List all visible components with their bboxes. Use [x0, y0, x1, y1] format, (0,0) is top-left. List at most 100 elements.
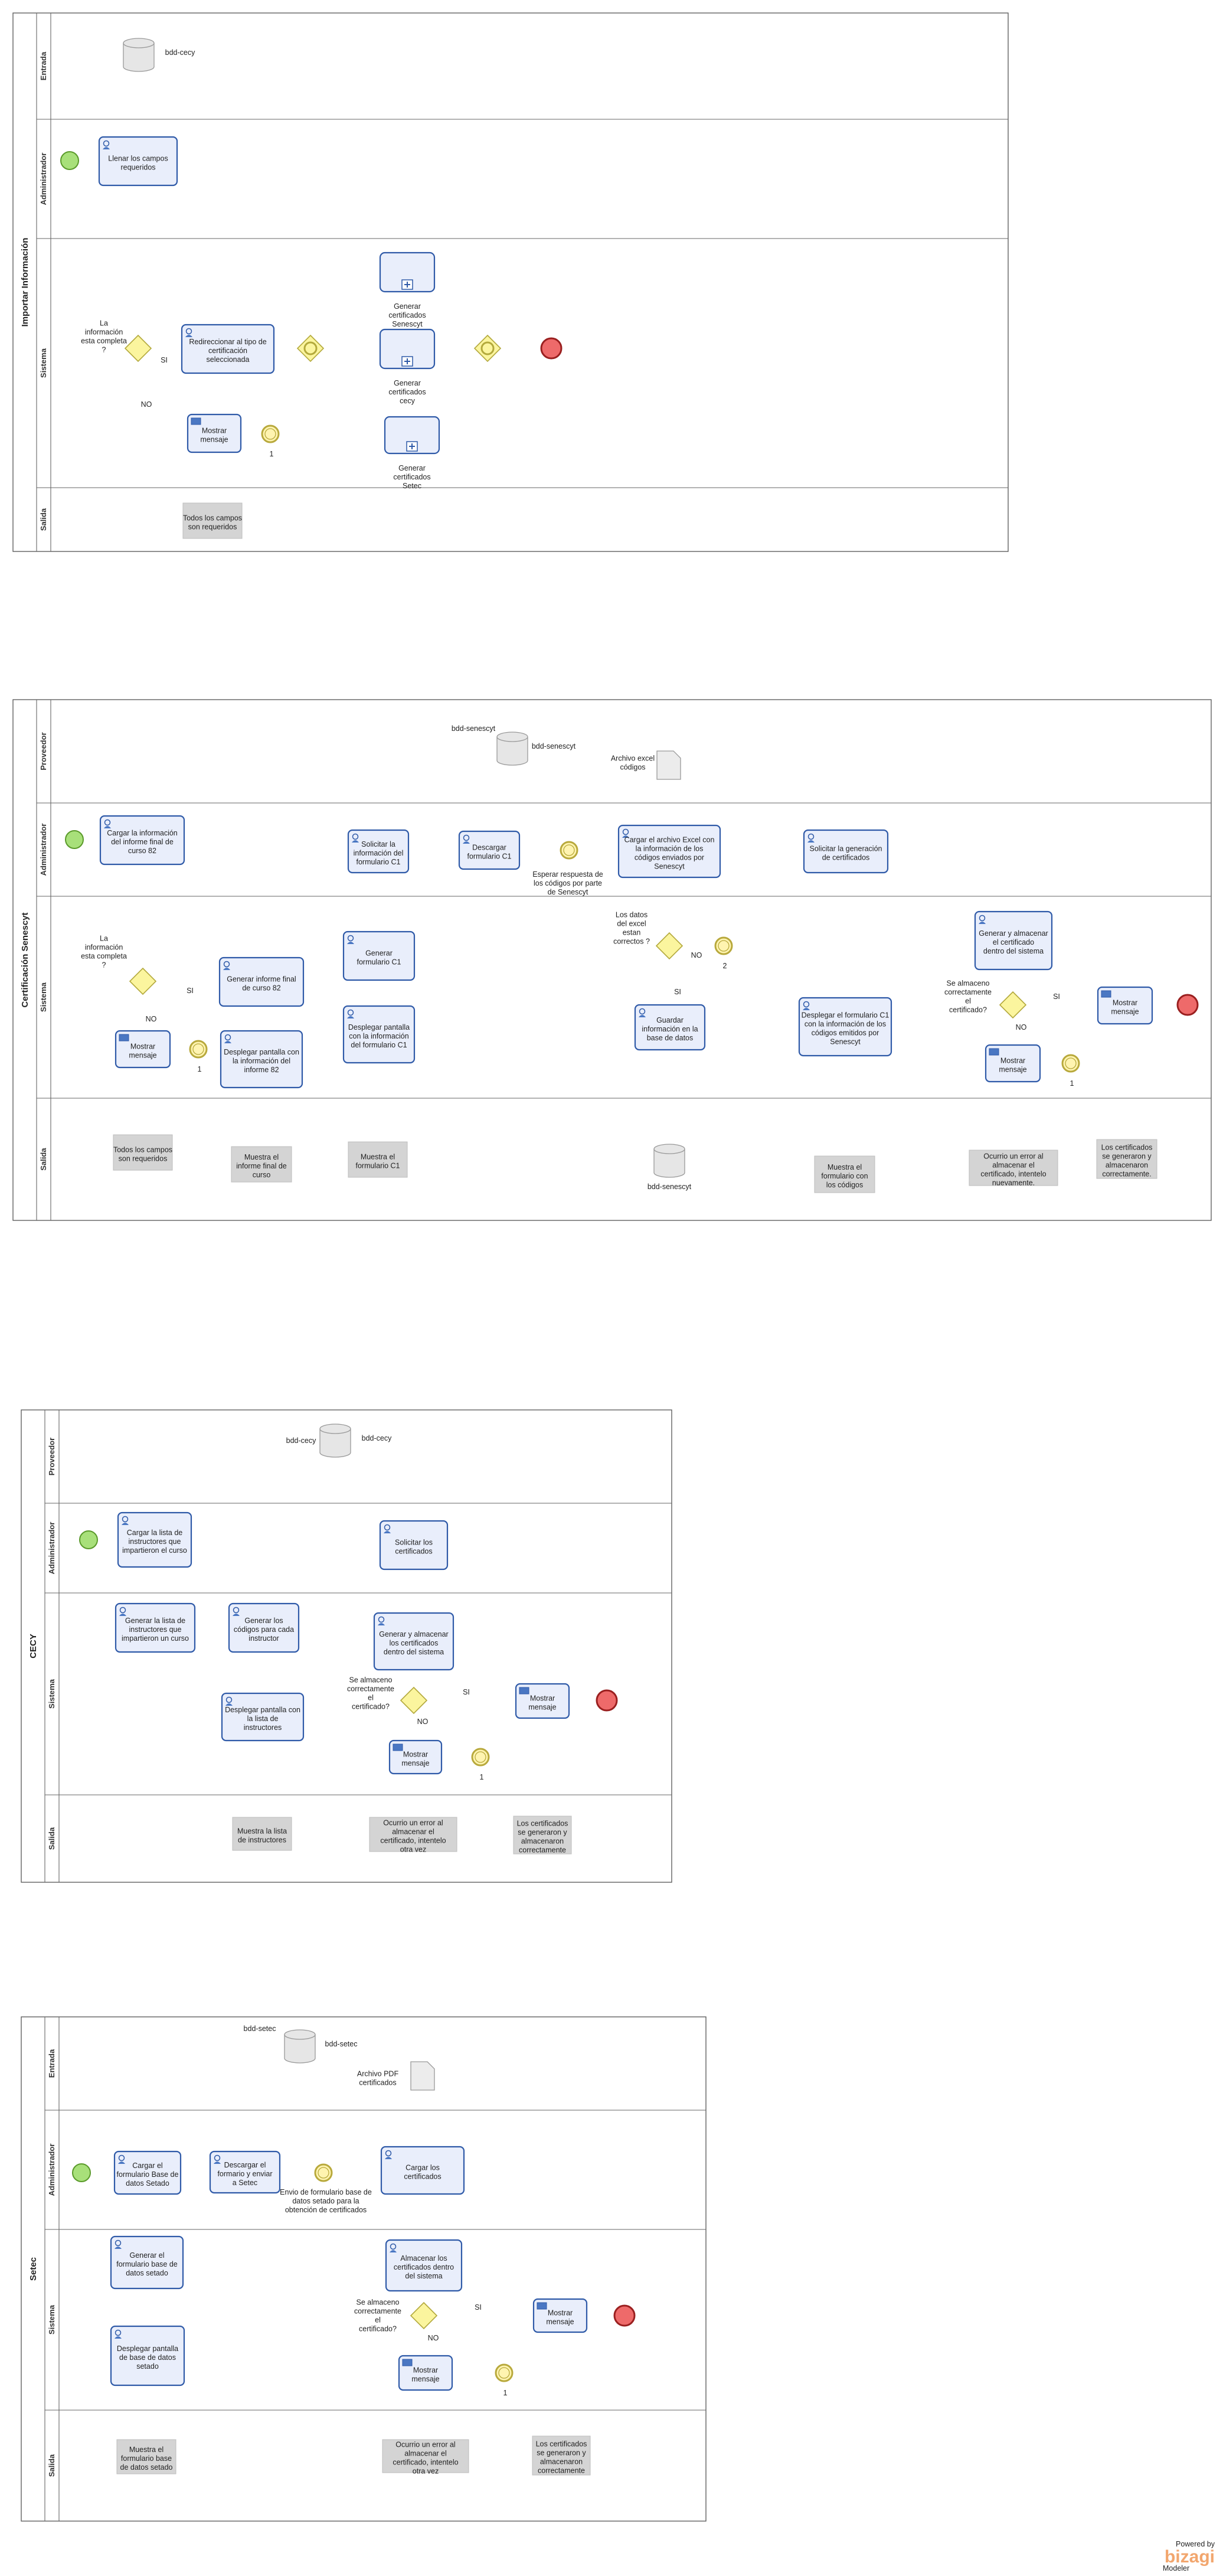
message-icon: [119, 1034, 129, 1041]
user-icon: [384, 1524, 391, 1531]
start-event: [72, 2163, 91, 2182]
event-label: 1: [480, 1773, 484, 1781]
output-annotation: [369, 1817, 457, 1852]
message-icon: [1101, 990, 1111, 998]
user-icon-body: [185, 335, 192, 337]
yes-label: SI: [475, 2303, 482, 2311]
task-box: [221, 1692, 305, 1742]
subprocess-box: [384, 416, 440, 455]
user-icon: [122, 1516, 129, 1523]
database-top: [496, 732, 528, 742]
user-icon: [223, 961, 230, 968]
user-icon-body: [463, 841, 470, 844]
user-icon: [233, 1607, 240, 1614]
no-label: NO: [146, 1015, 157, 1023]
lane-label: Salida: [39, 1148, 48, 1171]
intermediate-event: [560, 841, 578, 860]
no-label: NO: [417, 1718, 429, 1726]
output-annotation: [969, 1150, 1058, 1186]
output-annotation: [532, 2435, 591, 2476]
intermediate-event: [471, 1748, 490, 1767]
user-icon-body: [639, 1015, 646, 1017]
database-icon: [496, 737, 528, 766]
watermark-powered: Powered by: [1176, 2540, 1215, 2548]
pool-title: CECY: [28, 1634, 38, 1658]
intermediate-event-inner: [475, 1751, 486, 1763]
database-top: [319, 1424, 351, 1434]
output-annotation: [1096, 1139, 1157, 1179]
start-event: [60, 151, 79, 170]
message-icon: [402, 2359, 413, 2366]
output-annotation: [513, 1816, 572, 1855]
user-icon: [104, 819, 111, 826]
yes-label: SI: [674, 988, 681, 996]
end-event: [613, 2304, 636, 2327]
task-box: [209, 2150, 281, 2194]
database-icon: [284, 2035, 316, 2064]
database-label: bdd-cecy: [165, 48, 195, 57]
output-annotation: [182, 502, 243, 539]
user-icon-body: [104, 826, 111, 828]
output-annotation: [232, 1817, 292, 1851]
exclusive-gateway: [400, 1686, 428, 1715]
lane-label: Salida: [47, 1827, 56, 1850]
exclusive-gateway: [124, 334, 152, 363]
exclusive-gateway: [655, 932, 684, 960]
plus-icon: [404, 282, 410, 288]
user-icon: [385, 2150, 392, 2157]
yes-label: SI: [463, 1688, 470, 1696]
intermediate-event: [314, 2163, 333, 2182]
database-icon: [653, 1149, 685, 1178]
database-top: [653, 1144, 685, 1154]
task-box: [181, 324, 275, 374]
no-label: NO: [1016, 1023, 1027, 1031]
task-box: [117, 1511, 192, 1568]
task-box: [228, 1602, 300, 1653]
task-box: [218, 956, 305, 1007]
user-icon: [803, 1001, 810, 1008]
task-box: [115, 1602, 196, 1653]
end-event: [1176, 994, 1199, 1016]
start-event: [79, 1530, 98, 1549]
lane-label: Administrador: [47, 2144, 56, 2196]
start-event: [65, 830, 84, 849]
lane-label: Proveedor: [39, 732, 48, 770]
event-label: 1: [1070, 1079, 1074, 1088]
document-icon: [410, 2061, 435, 2091]
message-icon: [393, 1744, 403, 1751]
user-icon: [103, 140, 110, 147]
intermediate-event: [714, 936, 733, 955]
inclusive-gateway: [473, 334, 502, 363]
message-icon: [537, 2302, 547, 2310]
message-icon: [191, 417, 201, 425]
user-icon-body: [347, 1016, 354, 1018]
no-label: NO: [428, 2334, 439, 2342]
task-box: [98, 136, 178, 187]
plus-icon: [409, 443, 415, 449]
user-icon-body: [385, 2157, 392, 2159]
user-icon-body: [384, 1531, 391, 1533]
